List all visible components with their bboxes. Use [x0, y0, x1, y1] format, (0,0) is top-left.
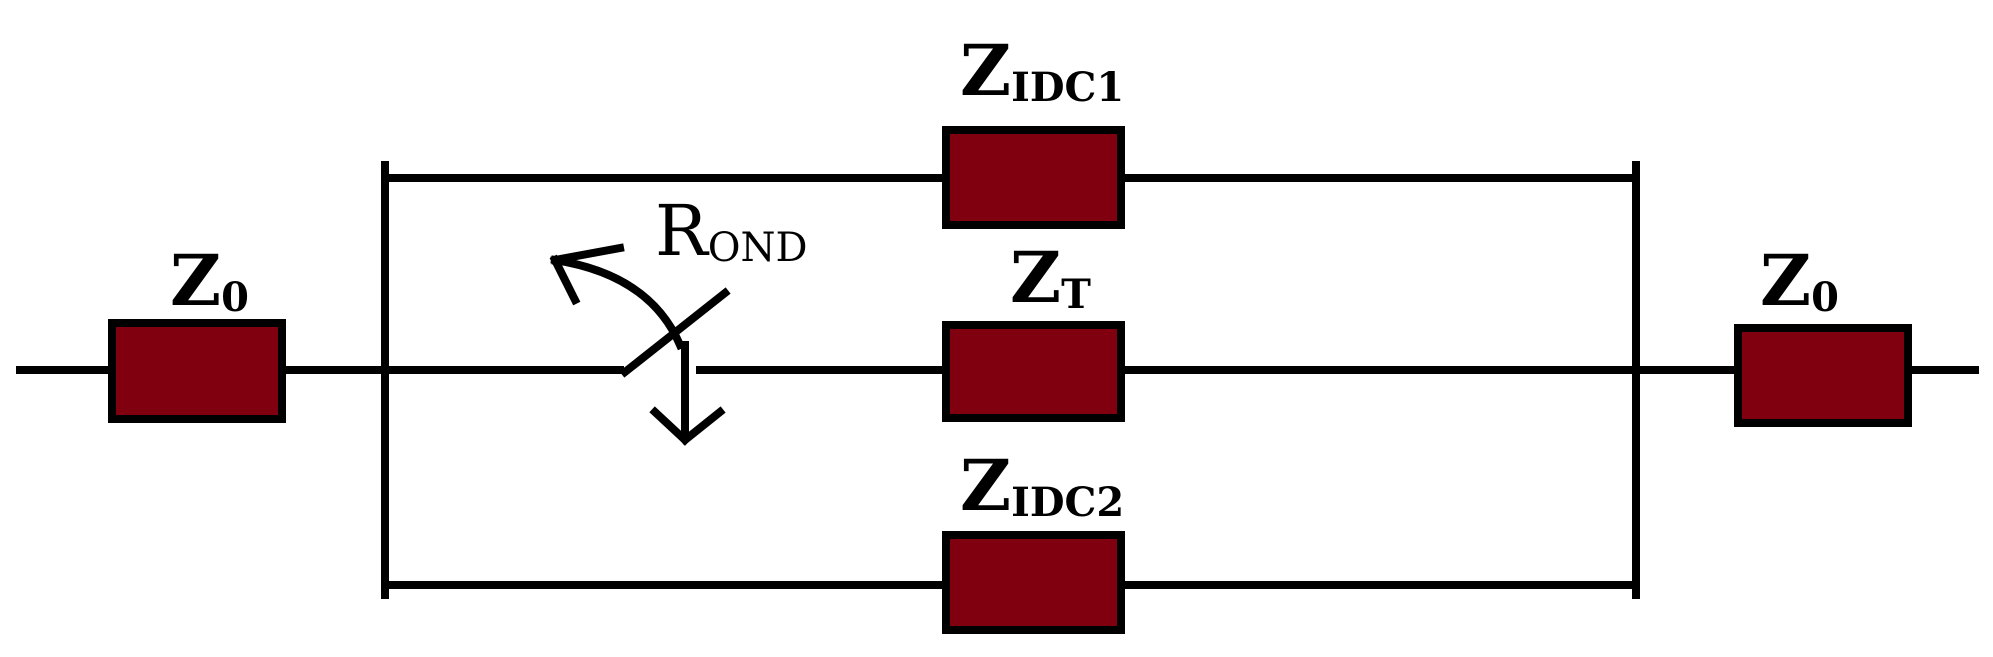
label-zt: ZT: [1010, 236, 1091, 319]
down-arrow-head-a: [649, 406, 691, 446]
label-rond: ROND: [655, 190, 808, 272]
z0-right-resistor: [1734, 324, 1912, 427]
curved-arrow-head-a: [549, 254, 581, 306]
z0-left-resistor: [108, 319, 286, 423]
label-z0-right: Z0: [1760, 239, 1839, 322]
down-arrow-head-b: [679, 406, 726, 446]
label-zidc1: ZIDC1: [960, 29, 1124, 112]
zt-resistor: [942, 321, 1125, 422]
zidc1-resistor: [942, 126, 1125, 229]
zidc2-resistor: [942, 531, 1125, 634]
label-zidc2: ZIDC2: [960, 444, 1124, 527]
curved-arrow-head-b: [550, 243, 625, 265]
rotary-switch-icon: [549, 243, 731, 446]
label-z0-left: Z0: [170, 239, 249, 322]
curved-arrow-icon: [550, 255, 686, 351]
